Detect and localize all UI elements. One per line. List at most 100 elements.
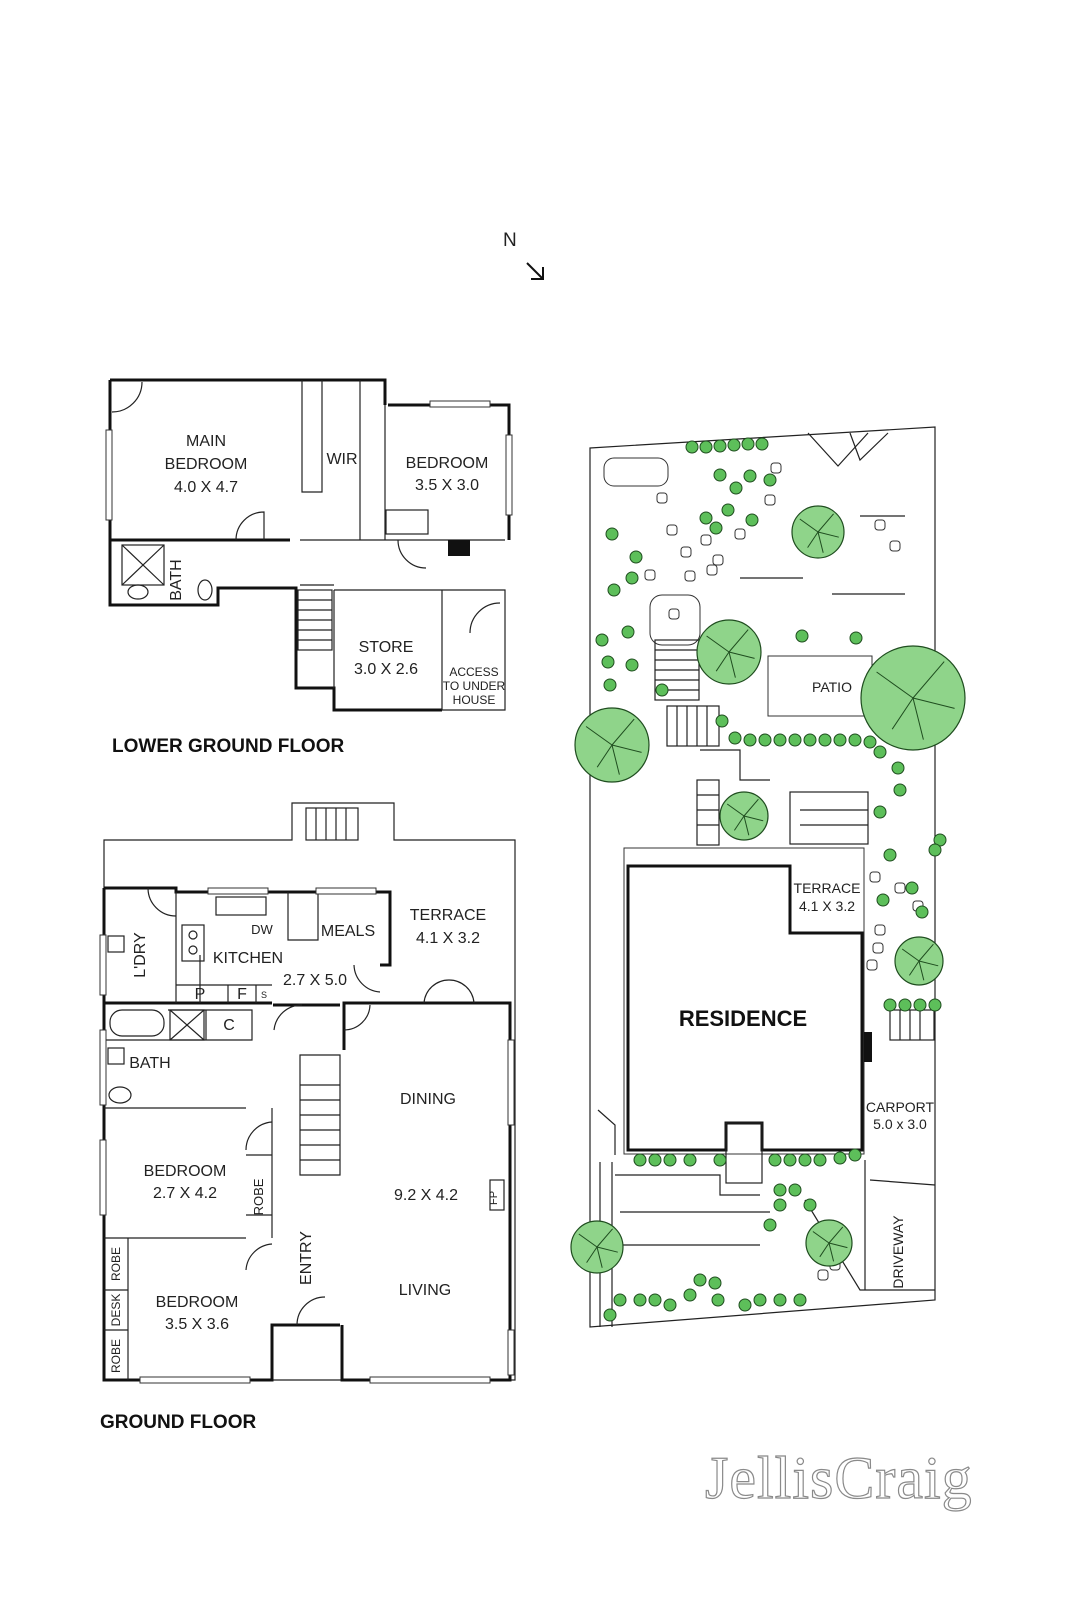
paver-icon [874,924,886,936]
shrub-icon [743,733,757,747]
garden-greenery [570,437,966,1322]
shrub-icon [683,1153,697,1167]
lower-ground-floor-plan: MAIN BEDROOM 4.0 X 4.7 WIR BEDROOM 3.5 X… [105,378,513,757]
access-label-3: HOUSE [453,693,496,707]
living-label: LIVING [399,1282,451,1299]
bedroom-gf1-label: BEDROOM [144,1163,227,1180]
shrub-icon [763,1218,777,1232]
shrub-icon [621,625,635,639]
meals-label: MEALS [321,923,375,940]
dishwasher-label: DW [251,922,273,937]
shrub-icon [793,1293,807,1307]
shrub-icon [721,503,735,517]
shrub-icon [745,513,759,527]
shrub-icon [758,733,772,747]
terrace-site-dims: 4.1 X 3.2 [799,898,855,914]
shrub-icon [603,1308,617,1322]
shrub-icon [928,998,942,1012]
shrub-icon [683,1288,697,1302]
shrub-icon [773,1293,787,1307]
paver-icon [712,554,724,566]
shrub-icon [713,1153,727,1167]
shrub-icon [833,1151,847,1165]
shrub-icon [625,658,639,672]
shrub-icon [915,905,929,919]
desk-label: DESK [109,1294,123,1327]
shrub-icon [713,468,727,482]
dining-label: DINING [400,1091,456,1108]
bedroom-gf2-label: BEDROOM [156,1294,239,1311]
lower-ground-floor-title: LOWER GROUND FLOOR [112,736,344,757]
shrub-icon [913,998,927,1012]
shrub-icon [898,998,912,1012]
terrace-gf-label: TERRACE [410,907,486,924]
shrub-icon [603,678,617,692]
shrub-icon [873,745,887,759]
access-label-1: ACCESS [449,665,498,679]
shrub-icon [663,1298,677,1312]
terrace-gf-dims: 4.1 X 3.2 [416,930,480,947]
shrub-icon [848,1148,862,1162]
shrub-icon [685,440,699,454]
laundry-label: L'DRY [132,932,149,978]
pantry-label: P [195,986,206,1003]
paver-icon [764,494,776,506]
paver-icon [872,942,884,954]
shrub-icon [728,731,742,745]
shrub-icon [893,783,907,797]
bedroom-lg-label: BEDROOM [406,455,489,472]
shrub-icon [876,893,890,907]
shrub-icon [633,1293,647,1307]
north-compass: N [503,230,544,280]
shrub-icon [928,843,942,857]
shrub-icon [798,1153,812,1167]
bedroom-gf2-dims: 3.5 X 3.6 [165,1316,229,1333]
shrub-icon [788,733,802,747]
shrub-icon [605,527,619,541]
shrub-icon [663,1153,677,1167]
living-dims: 9.2 X 4.2 [394,1187,458,1204]
paver-icon [666,524,678,536]
shrub-icon [601,655,615,669]
shrub-icon [873,805,887,819]
shrub-icon [709,521,723,535]
shrub-icon [738,1298,752,1312]
paver-icon [706,564,718,576]
shrub-icon [813,1153,827,1167]
paver-icon [869,871,881,883]
paver-icon [734,528,746,540]
shrub-icon [773,1198,787,1212]
shrub-icon [741,437,755,451]
shrub-icon [648,1293,662,1307]
shrub-icon [818,733,832,747]
shrub-icon [629,550,643,564]
garden-pavers [644,462,924,1281]
ground-floor-title: GROUND FLOOR [100,1412,256,1433]
shrub-icon [699,511,713,525]
shrub-icon [891,761,905,775]
robe-label-3: ROBE [109,1339,123,1373]
shrub-icon [883,848,897,862]
shrub-icon [788,1183,802,1197]
wir-label: WIR [326,451,357,468]
shrub-icon [743,469,757,483]
shrub-icon [753,1293,767,1307]
entry-label: ENTRY [298,1231,315,1285]
shrub-icon [773,733,787,747]
kitchen-label: KITCHEN [213,950,283,967]
shrub-icon [607,583,621,597]
store-label: STORE [359,639,414,656]
paver-icon [874,519,886,531]
shrub-icon [863,735,877,749]
shrub-icon [613,1293,627,1307]
robe-label-2: ROBE [109,1247,123,1281]
shrub-icon [595,633,609,647]
shrub-icon [655,683,669,697]
shrub-icon [905,881,919,895]
residence-label: RESIDENCE [679,1006,807,1031]
paver-icon [889,540,901,552]
shrub-icon [727,438,741,452]
fridge-label: F [237,986,247,1003]
shrub-icon [803,1198,817,1212]
